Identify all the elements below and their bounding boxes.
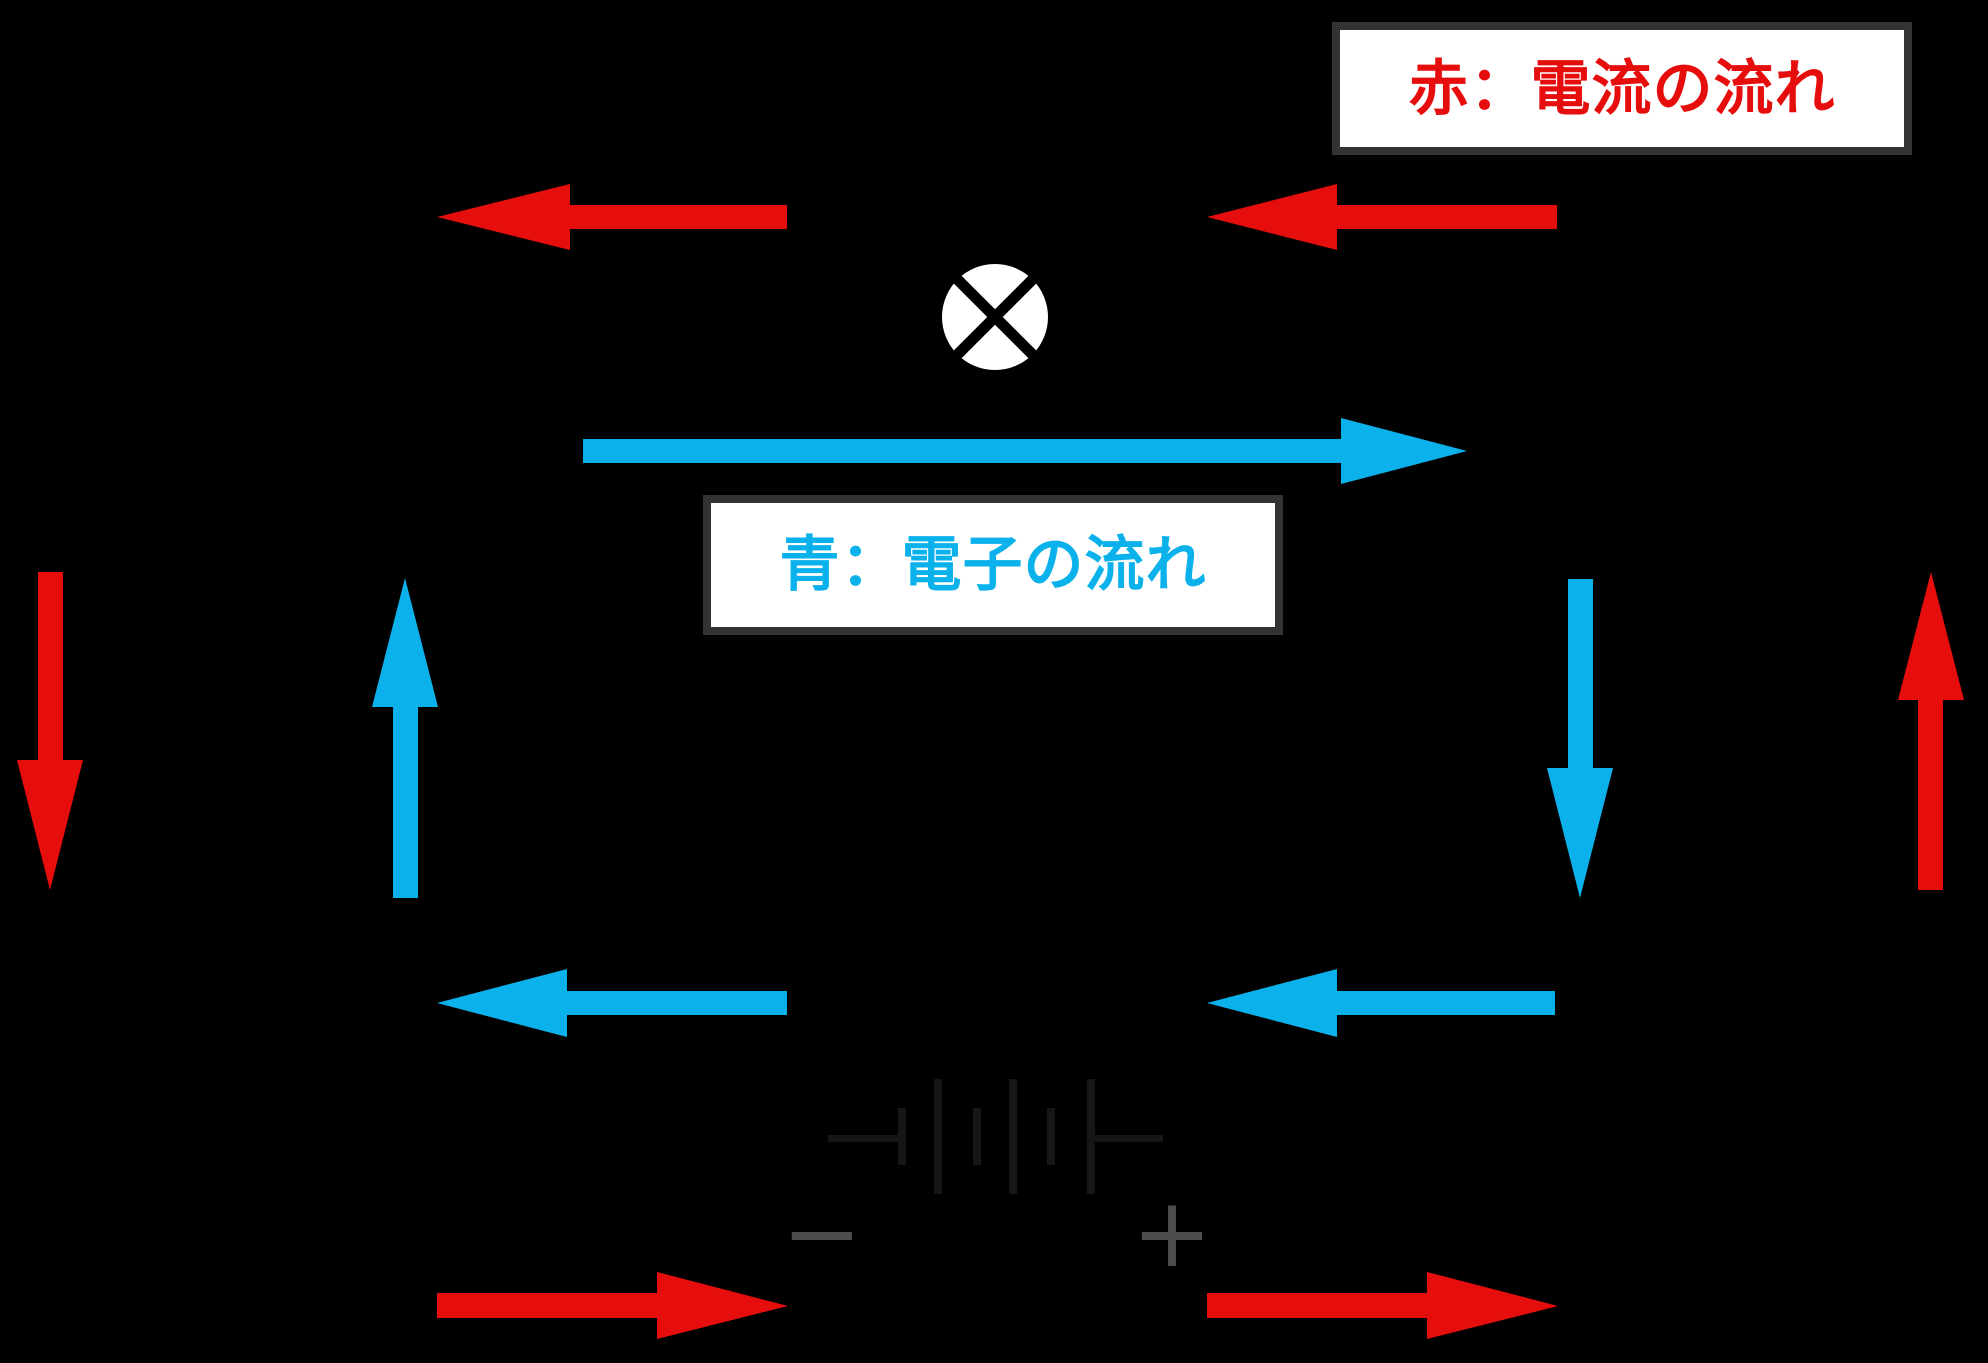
legend-electron-flow: 青：電子の流れ xyxy=(703,495,1283,635)
battery-plate-short-1 xyxy=(898,1108,906,1165)
lamp-cross-line-2 xyxy=(945,267,1045,367)
lamp-icon xyxy=(942,264,1048,370)
battery-positive-label: + xyxy=(1131,1177,1213,1289)
battery-plate-tall-1 xyxy=(934,1079,942,1194)
electron-arrow-left-side xyxy=(372,578,438,898)
current-arrow-top-left xyxy=(437,184,787,250)
electron-arrow-right-side xyxy=(1547,579,1613,898)
current-arrow-left-side xyxy=(17,572,83,890)
electron-arrow-bottom-right xyxy=(1207,969,1555,1037)
battery-plate-short-2 xyxy=(973,1108,981,1165)
legend-current-flow: 赤：電流の流れ xyxy=(1332,22,1912,155)
battery-wire-right xyxy=(1093,1135,1163,1142)
battery-wire-left xyxy=(828,1135,904,1142)
electron-arrow-bottom-left xyxy=(437,969,787,1037)
battery-plate-short-3 xyxy=(1047,1108,1055,1165)
current-arrow-right-side xyxy=(1898,572,1964,890)
legend-current-label: 赤：電流の流れ xyxy=(1408,53,1836,124)
battery-icon xyxy=(828,1079,1163,1194)
current-arrow-bottom-left xyxy=(437,1272,788,1339)
battery-plate-tall-3 xyxy=(1087,1079,1095,1194)
current-arrow-top-right xyxy=(1207,184,1557,250)
legend-electron-label: 青：電子の流れ xyxy=(779,530,1207,600)
battery-negative-label: − xyxy=(781,1177,863,1289)
current-arrow-bottom-right xyxy=(1207,1272,1558,1339)
electron-arrow-top-long xyxy=(583,418,1467,484)
battery-plate-tall-2 xyxy=(1009,1079,1017,1194)
